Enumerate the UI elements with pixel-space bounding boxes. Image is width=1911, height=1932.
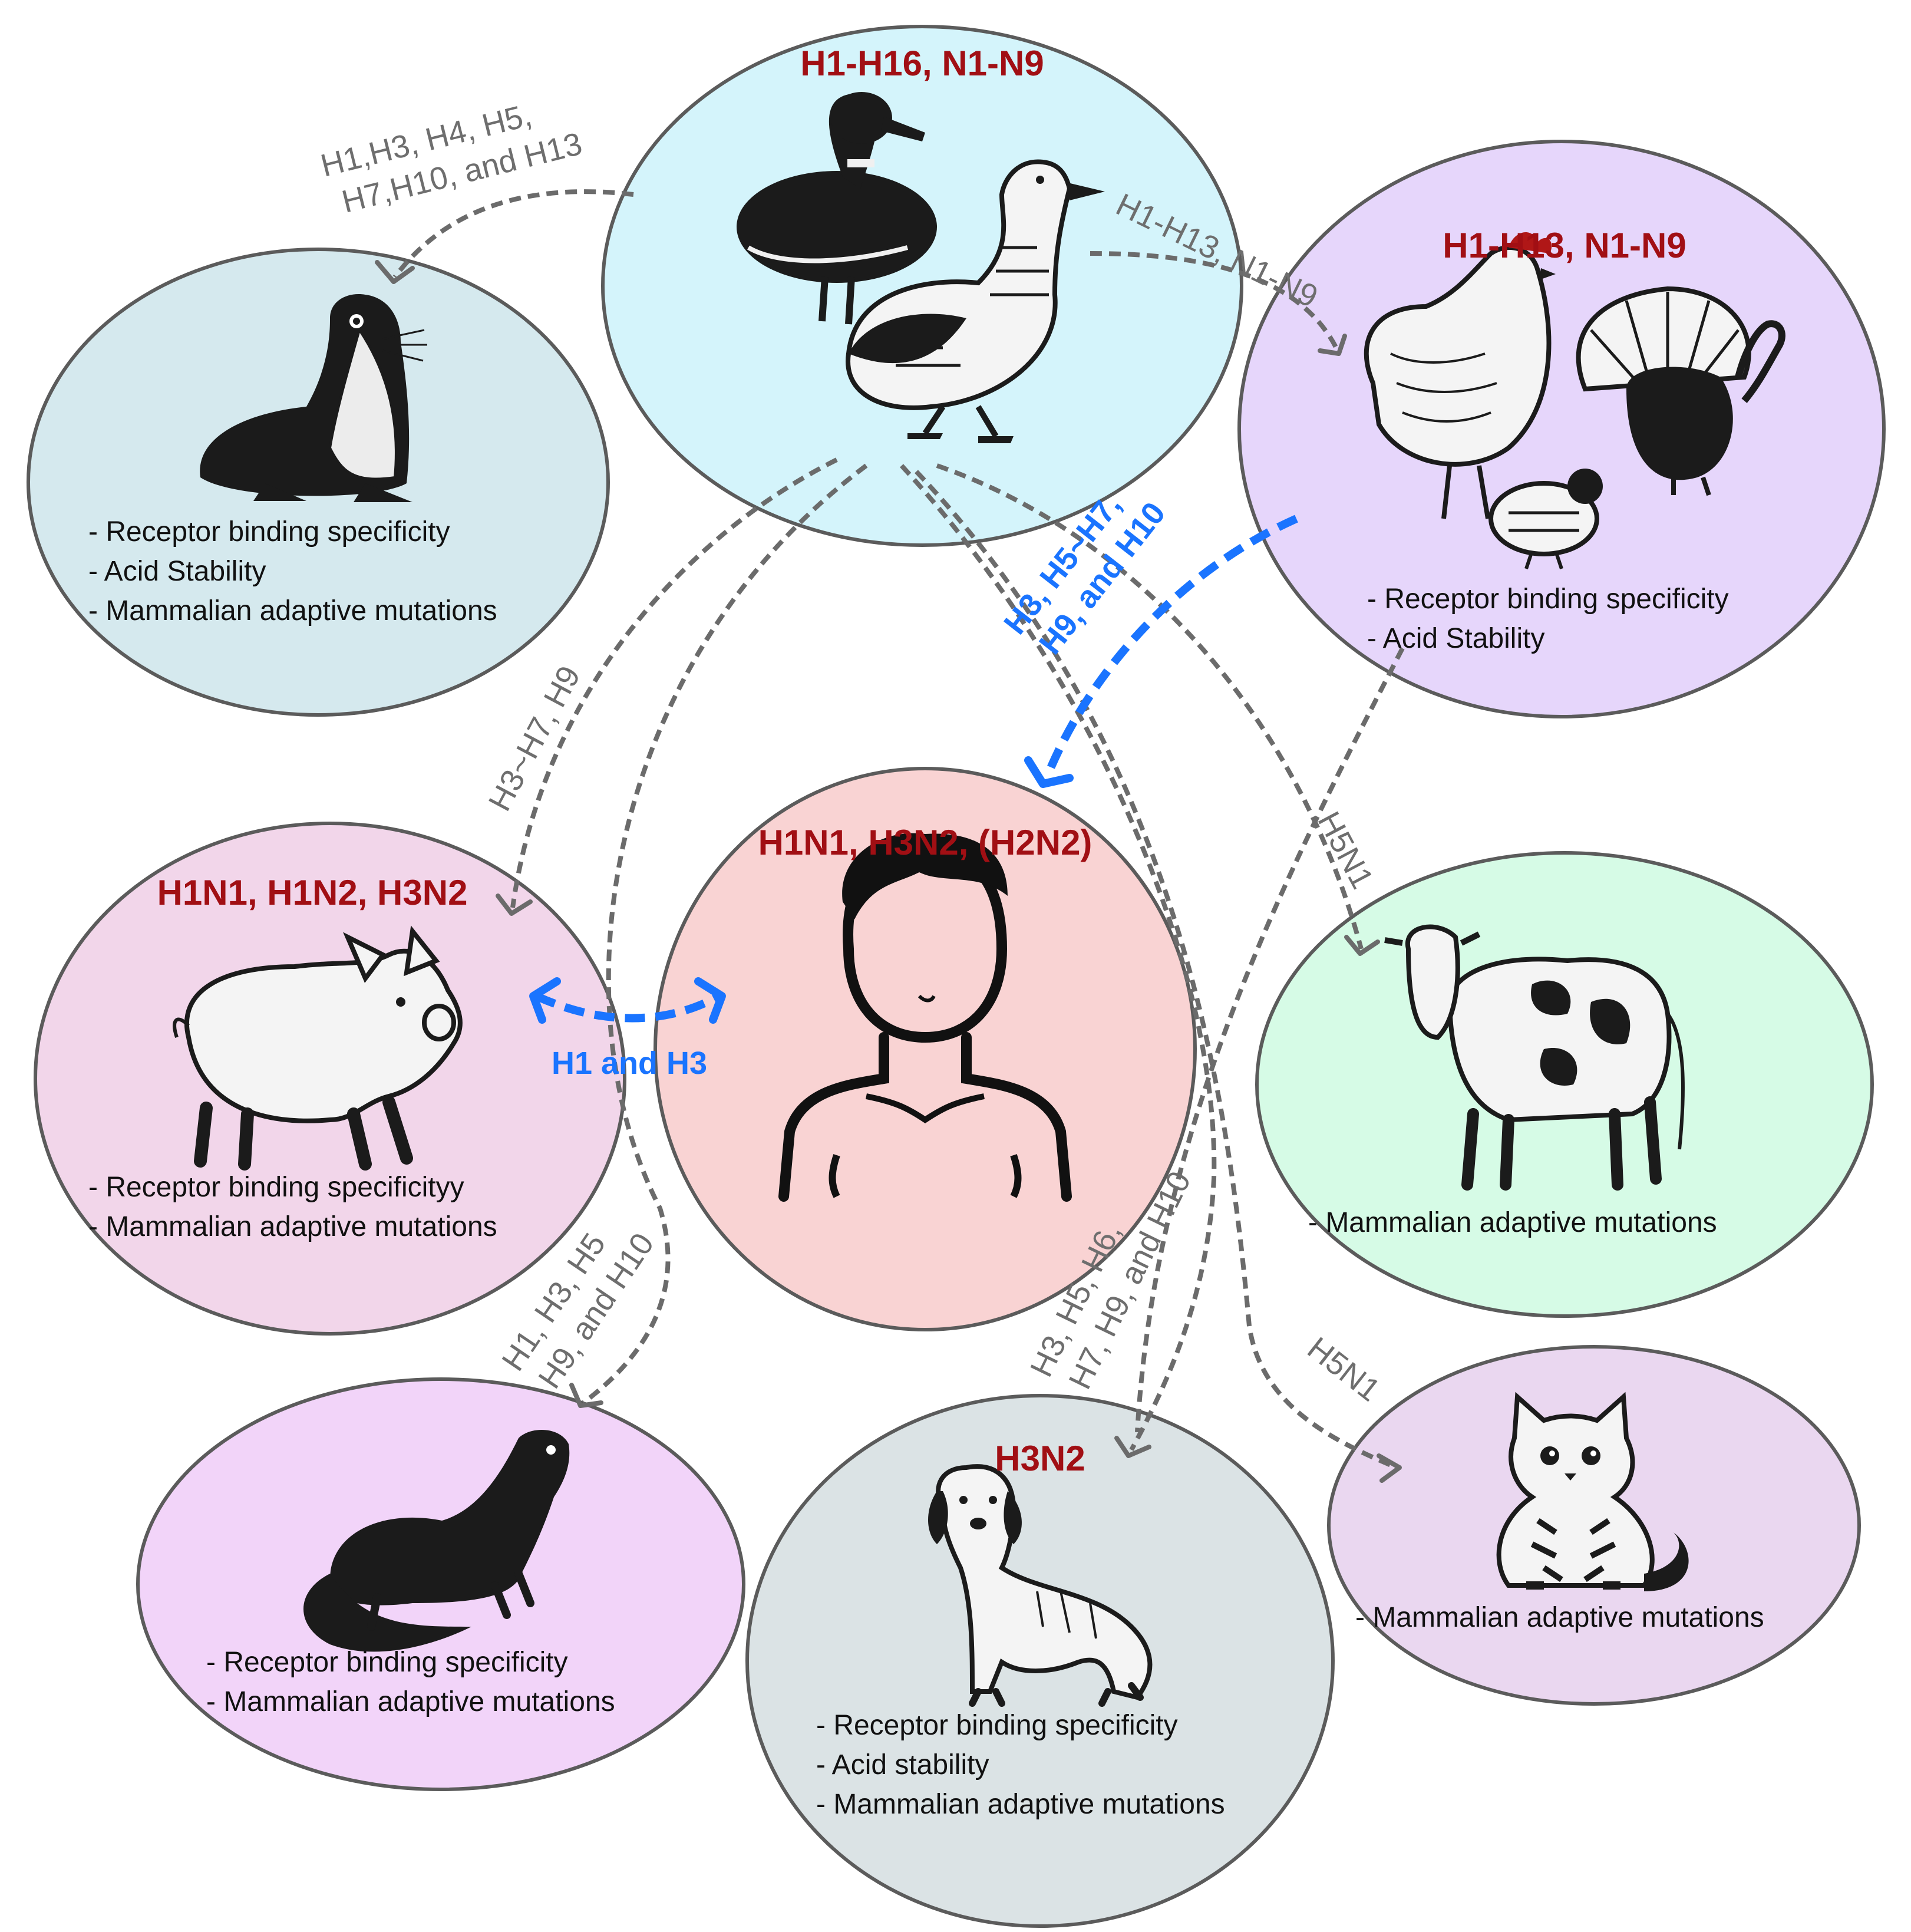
node-human-ellipse — [653, 767, 1197, 1331]
poultry-traits: - Receptor binding specificity - Acid St… — [1367, 583, 1729, 654]
label-birds-to-cat: H5N1 — [1301, 1330, 1387, 1408]
wild-birds-subtypes: H1-H16, N1-N9 — [800, 44, 1044, 83]
seal-trait: - Mammalian adaptive mutations — [88, 595, 497, 627]
dog-traits: - Receptor binding specificity - Acid st… — [816, 1710, 1225, 1820]
transmission-label: H5N1 — [1311, 806, 1380, 894]
ferret-traits: - Receptor binding specificity - Mammali… — [206, 1647, 615, 1717]
pig-trait: - Mammalian adaptive mutations — [88, 1211, 497, 1242]
label-birds-to-pig: H3~H7, H9 — [482, 660, 588, 816]
pig-icon — [173, 925, 463, 1171]
arrow-birds-to-poultry — [1090, 251, 1347, 356]
dog-trait: - Mammalian adaptive mutations — [816, 1789, 1225, 1820]
dog-trait: - Acid stability — [816, 1749, 989, 1781]
poultry-trait: - Acid Stability — [1367, 623, 1544, 654]
human-icon — [778, 833, 1072, 1202]
seal-traits: - Receptor binding specificity - Acid St… — [88, 516, 497, 627]
poultry-subtypes: H1-H13, N1-N9 — [1443, 226, 1686, 265]
arrow-birds-to-ferret — [569, 463, 868, 1408]
cow-icon — [1384, 924, 1685, 1191]
node-poultry-ellipse — [1237, 140, 1886, 718]
arrow-birds-to-cat — [915, 470, 1402, 1483]
label-pig-human: H1 and H3 — [552, 1046, 707, 1081]
seal-trait: - Receptor binding specificity — [88, 516, 450, 548]
node-human — [653, 767, 1197, 1331]
dog-icon — [928, 1464, 1153, 1707]
seal-icon — [200, 294, 427, 502]
arrow-pig-human — [529, 977, 726, 1024]
cat-traits: - Mammalian adaptive mutations — [1355, 1602, 1764, 1633]
label-birds-to-seal: H1,H3, H4, H5, H7,H10, and H13 — [317, 97, 585, 220]
cat-trait: - Mammalian adaptive mutations — [1355, 1602, 1764, 1633]
node-poultry — [1237, 140, 1886, 718]
pig-subtypes: H1N1, H1N2, H3N2 — [157, 873, 468, 912]
cow-trait: - Mammalian adaptive mutations — [1308, 1207, 1717, 1238]
arrow-birds-to-seal — [375, 189, 634, 284]
pig-traits: - Receptor binding specificityy - Mammal… — [88, 1172, 497, 1242]
cat-icon — [1496, 1392, 1689, 1591]
poultry-trait: - Receptor binding specificity — [1367, 583, 1729, 615]
ferret-trait: - Mammalian adaptive mutations — [206, 1686, 615, 1717]
cow-traits: - Mammalian adaptive mutations — [1308, 1207, 1717, 1238]
chicken-turkey-quail-icon — [1364, 232, 1785, 569]
ferret-trait: - Receptor binding specificity — [206, 1647, 568, 1678]
duck-goose-icon — [737, 92, 1105, 443]
arrow-birds-to-pig — [496, 457, 838, 916]
arrow-poultry-to-human — [1024, 515, 1298, 788]
transmission-label: H3~H7, H9 — [482, 660, 588, 816]
pig-trait: - Receptor binding specificityy — [88, 1172, 464, 1203]
seal-trait: - Acid Stability — [88, 556, 266, 587]
label-birds-to-cow: H5N1 — [1311, 806, 1380, 894]
arrow-birds-to-dog — [900, 464, 1217, 1458]
dog-subtypes: H3N2 — [995, 1439, 1085, 1478]
dog-trait: - Receptor binding specificity — [816, 1710, 1178, 1741]
ferret-icon — [303, 1430, 570, 1652]
arrow-birds-to-cow — [936, 463, 1380, 956]
transmission-label: H5N1 — [1301, 1330, 1387, 1408]
human-subtypes: H1N1, H3N2, (H2N2) — [758, 823, 1093, 862]
